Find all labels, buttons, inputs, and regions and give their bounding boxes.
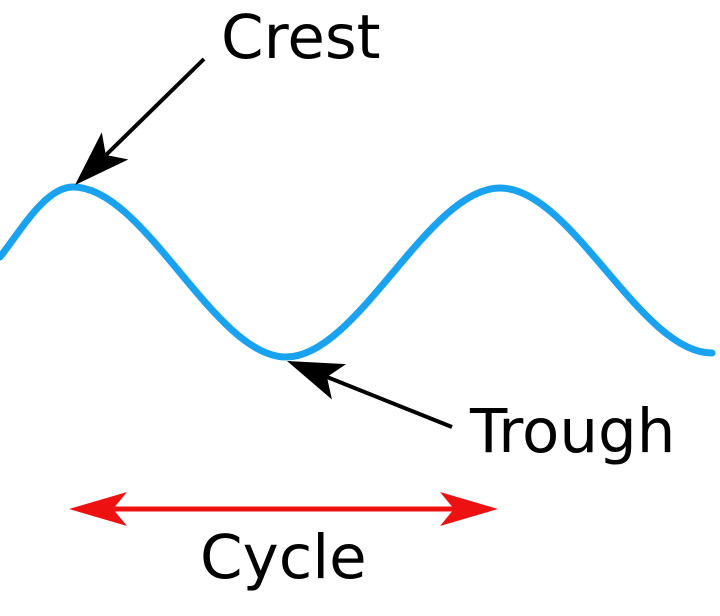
- cycle-label: Cycle: [200, 522, 367, 593]
- trough-arrowhead-icon: [287, 361, 347, 400]
- cycle-arrowhead-right-icon: [440, 492, 498, 526]
- crest-arrow-line: [104, 57, 206, 157]
- trough-annotation: Trough: [287, 361, 675, 467]
- crest-label: Crest: [221, 2, 381, 73]
- wave-curve: [0, 183, 716, 361]
- crest-annotation: Crest: [75, 2, 381, 185]
- cycle-arrowhead-left-icon: [69, 492, 127, 526]
- crest-arrowhead-icon: [75, 132, 129, 185]
- trough-arrow-line: [326, 375, 453, 429]
- cycle-annotation: Cycle: [69, 492, 498, 593]
- trough-label: Trough: [469, 396, 675, 467]
